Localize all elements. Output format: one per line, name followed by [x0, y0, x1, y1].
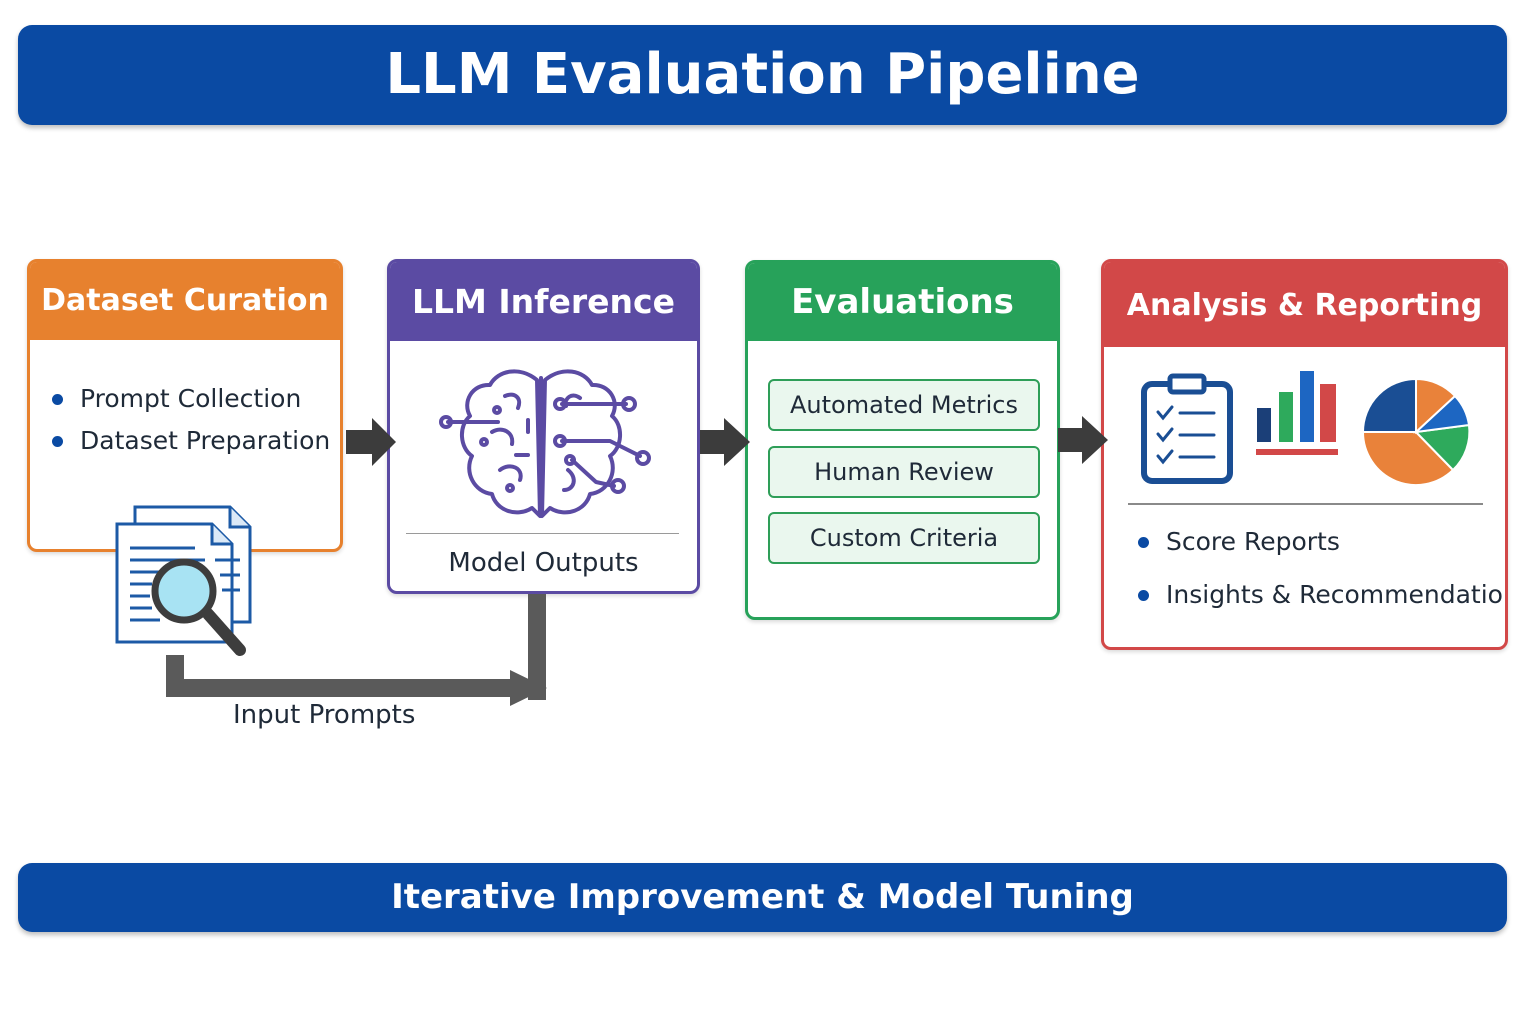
- analysis-divider: [1128, 503, 1483, 505]
- neural-brain-icon: [439, 369, 651, 518]
- pie-chart-icon: [1361, 377, 1471, 487]
- page-title: LLM Evaluation Pipeline: [385, 42, 1140, 107]
- clipboard-checklist-icon: [1141, 373, 1233, 484]
- arrow-inference-to-evaluations: [700, 418, 750, 466]
- inference-divider: [406, 533, 679, 534]
- footer-title: Iterative Improvement & Model Tuning: [391, 877, 1134, 917]
- footer-banner: Iterative Improvement & Model Tuning: [18, 863, 1507, 932]
- input-prompts-connector: [166, 594, 547, 706]
- dataset-curation-title: Dataset Curation: [30, 262, 340, 340]
- bar-chart-icon: [1256, 371, 1338, 455]
- list-item: Score Reports: [1138, 524, 1505, 577]
- list-item: Insights & Recommendations: [1138, 577, 1505, 630]
- title-banner: LLM Evaluation Pipeline: [18, 25, 1507, 125]
- analysis-reporting-title: Analysis & Reporting: [1104, 262, 1505, 347]
- model-outputs-label: Model Outputs: [448, 548, 639, 578]
- evaluations-card: Evaluations Automated Metrics Human Revi…: [745, 260, 1060, 620]
- evaluations-title: Evaluations: [748, 263, 1057, 341]
- arrow-evaluations-to-analysis: [1058, 416, 1108, 464]
- document-search-icon: [115, 505, 252, 656]
- input-prompts-label: Input Prompts: [233, 700, 416, 730]
- list-item: Dataset Preparation: [52, 424, 330, 466]
- analysis-reporting-list: Score Reports Insights & Recommendations: [1138, 524, 1505, 630]
- dataset-curation-card: Dataset Curation Prompt Collection Datas…: [27, 259, 343, 552]
- human-review-box: Human Review: [768, 446, 1040, 498]
- dataset-curation-list: Prompt Collection Dataset Preparation: [52, 382, 330, 466]
- custom-criteria-box: Custom Criteria: [768, 512, 1040, 564]
- automated-metrics-box: Automated Metrics: [768, 379, 1040, 431]
- arrow-dataset-to-inference: [346, 418, 396, 466]
- llm-inference-title: LLM Inference: [390, 262, 697, 341]
- list-item: Prompt Collection: [52, 382, 330, 424]
